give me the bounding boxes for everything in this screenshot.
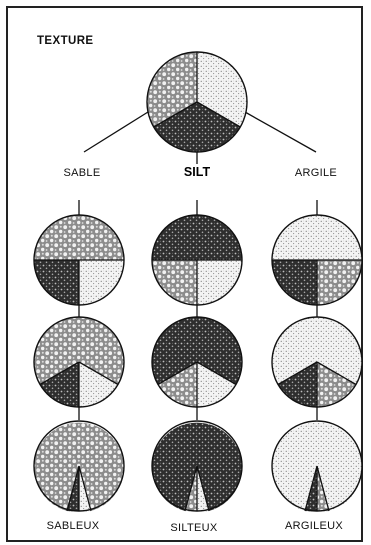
texture-circle-silt-row2: [152, 317, 242, 407]
bottom-label-argileux: ARGILEUX: [285, 520, 343, 532]
bottom-label-sableux: SABLEUX: [47, 520, 100, 532]
texture-circle-sable-row1: [34, 215, 124, 305]
bottom-label-silteux: SILTEUX: [170, 522, 217, 534]
row-2-circles: [34, 317, 362, 407]
texture-circle-argile-row2: [272, 317, 362, 407]
texture-circle-sableux: [34, 421, 124, 511]
sand-sector: [34, 215, 124, 260]
row-3-circles: [34, 421, 362, 511]
diagram-title: TEXTURE: [37, 35, 93, 47]
connector-line: [84, 112, 148, 152]
texture-circle-sable-row2: [34, 317, 124, 407]
texture-circle-argileux: [272, 421, 362, 511]
connector-line: [245, 112, 316, 152]
top-texture-circle: [147, 52, 247, 152]
component-label-argile: ARGILE: [295, 167, 337, 179]
texture-circle-silteux: [152, 421, 242, 511]
clay-sector: [272, 215, 362, 260]
texture-circle-argile-row1: [272, 215, 362, 305]
row-1-circles: [34, 215, 362, 305]
texture-circle-silt-row1: [152, 215, 242, 305]
component-label-sable: SABLE: [64, 167, 101, 179]
component-label-silt: SILT: [184, 165, 211, 179]
silt-sector: [152, 215, 242, 260]
